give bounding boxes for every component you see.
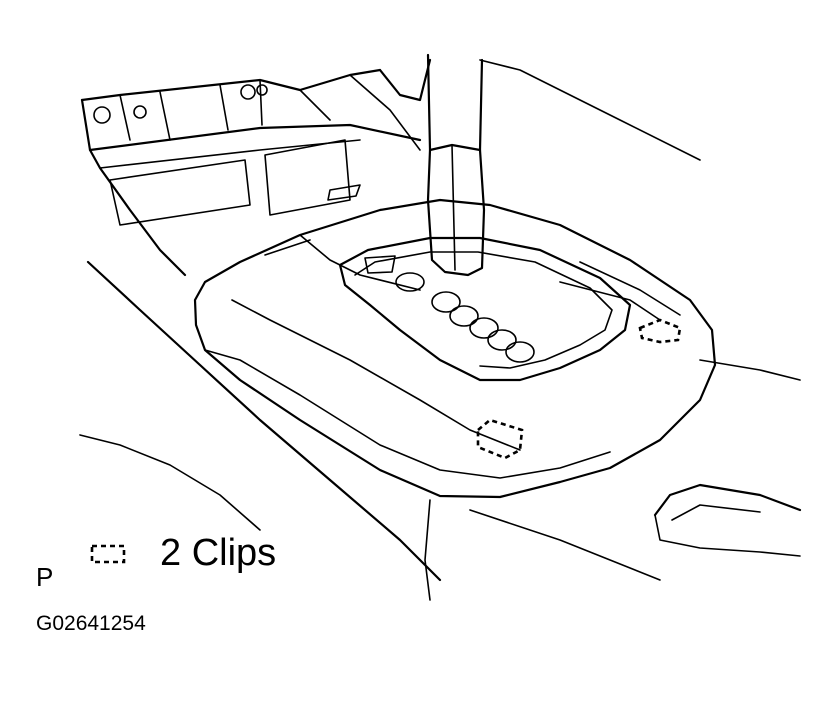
legend-clip-count: 2 Clips	[160, 532, 277, 574]
clip-marker-rear	[638, 318, 682, 344]
clip-marker-front	[476, 418, 524, 460]
clip-icon	[90, 544, 126, 564]
shift-lever	[426, 53, 486, 277]
lower-console	[79, 260, 802, 601]
shift-indicator-window	[338, 236, 632, 382]
figure-code: G02641254	[36, 612, 146, 635]
shift-panel-cover	[193, 198, 717, 499]
upper-console	[80, 58, 701, 277]
view-letter-label: P	[36, 562, 54, 592]
